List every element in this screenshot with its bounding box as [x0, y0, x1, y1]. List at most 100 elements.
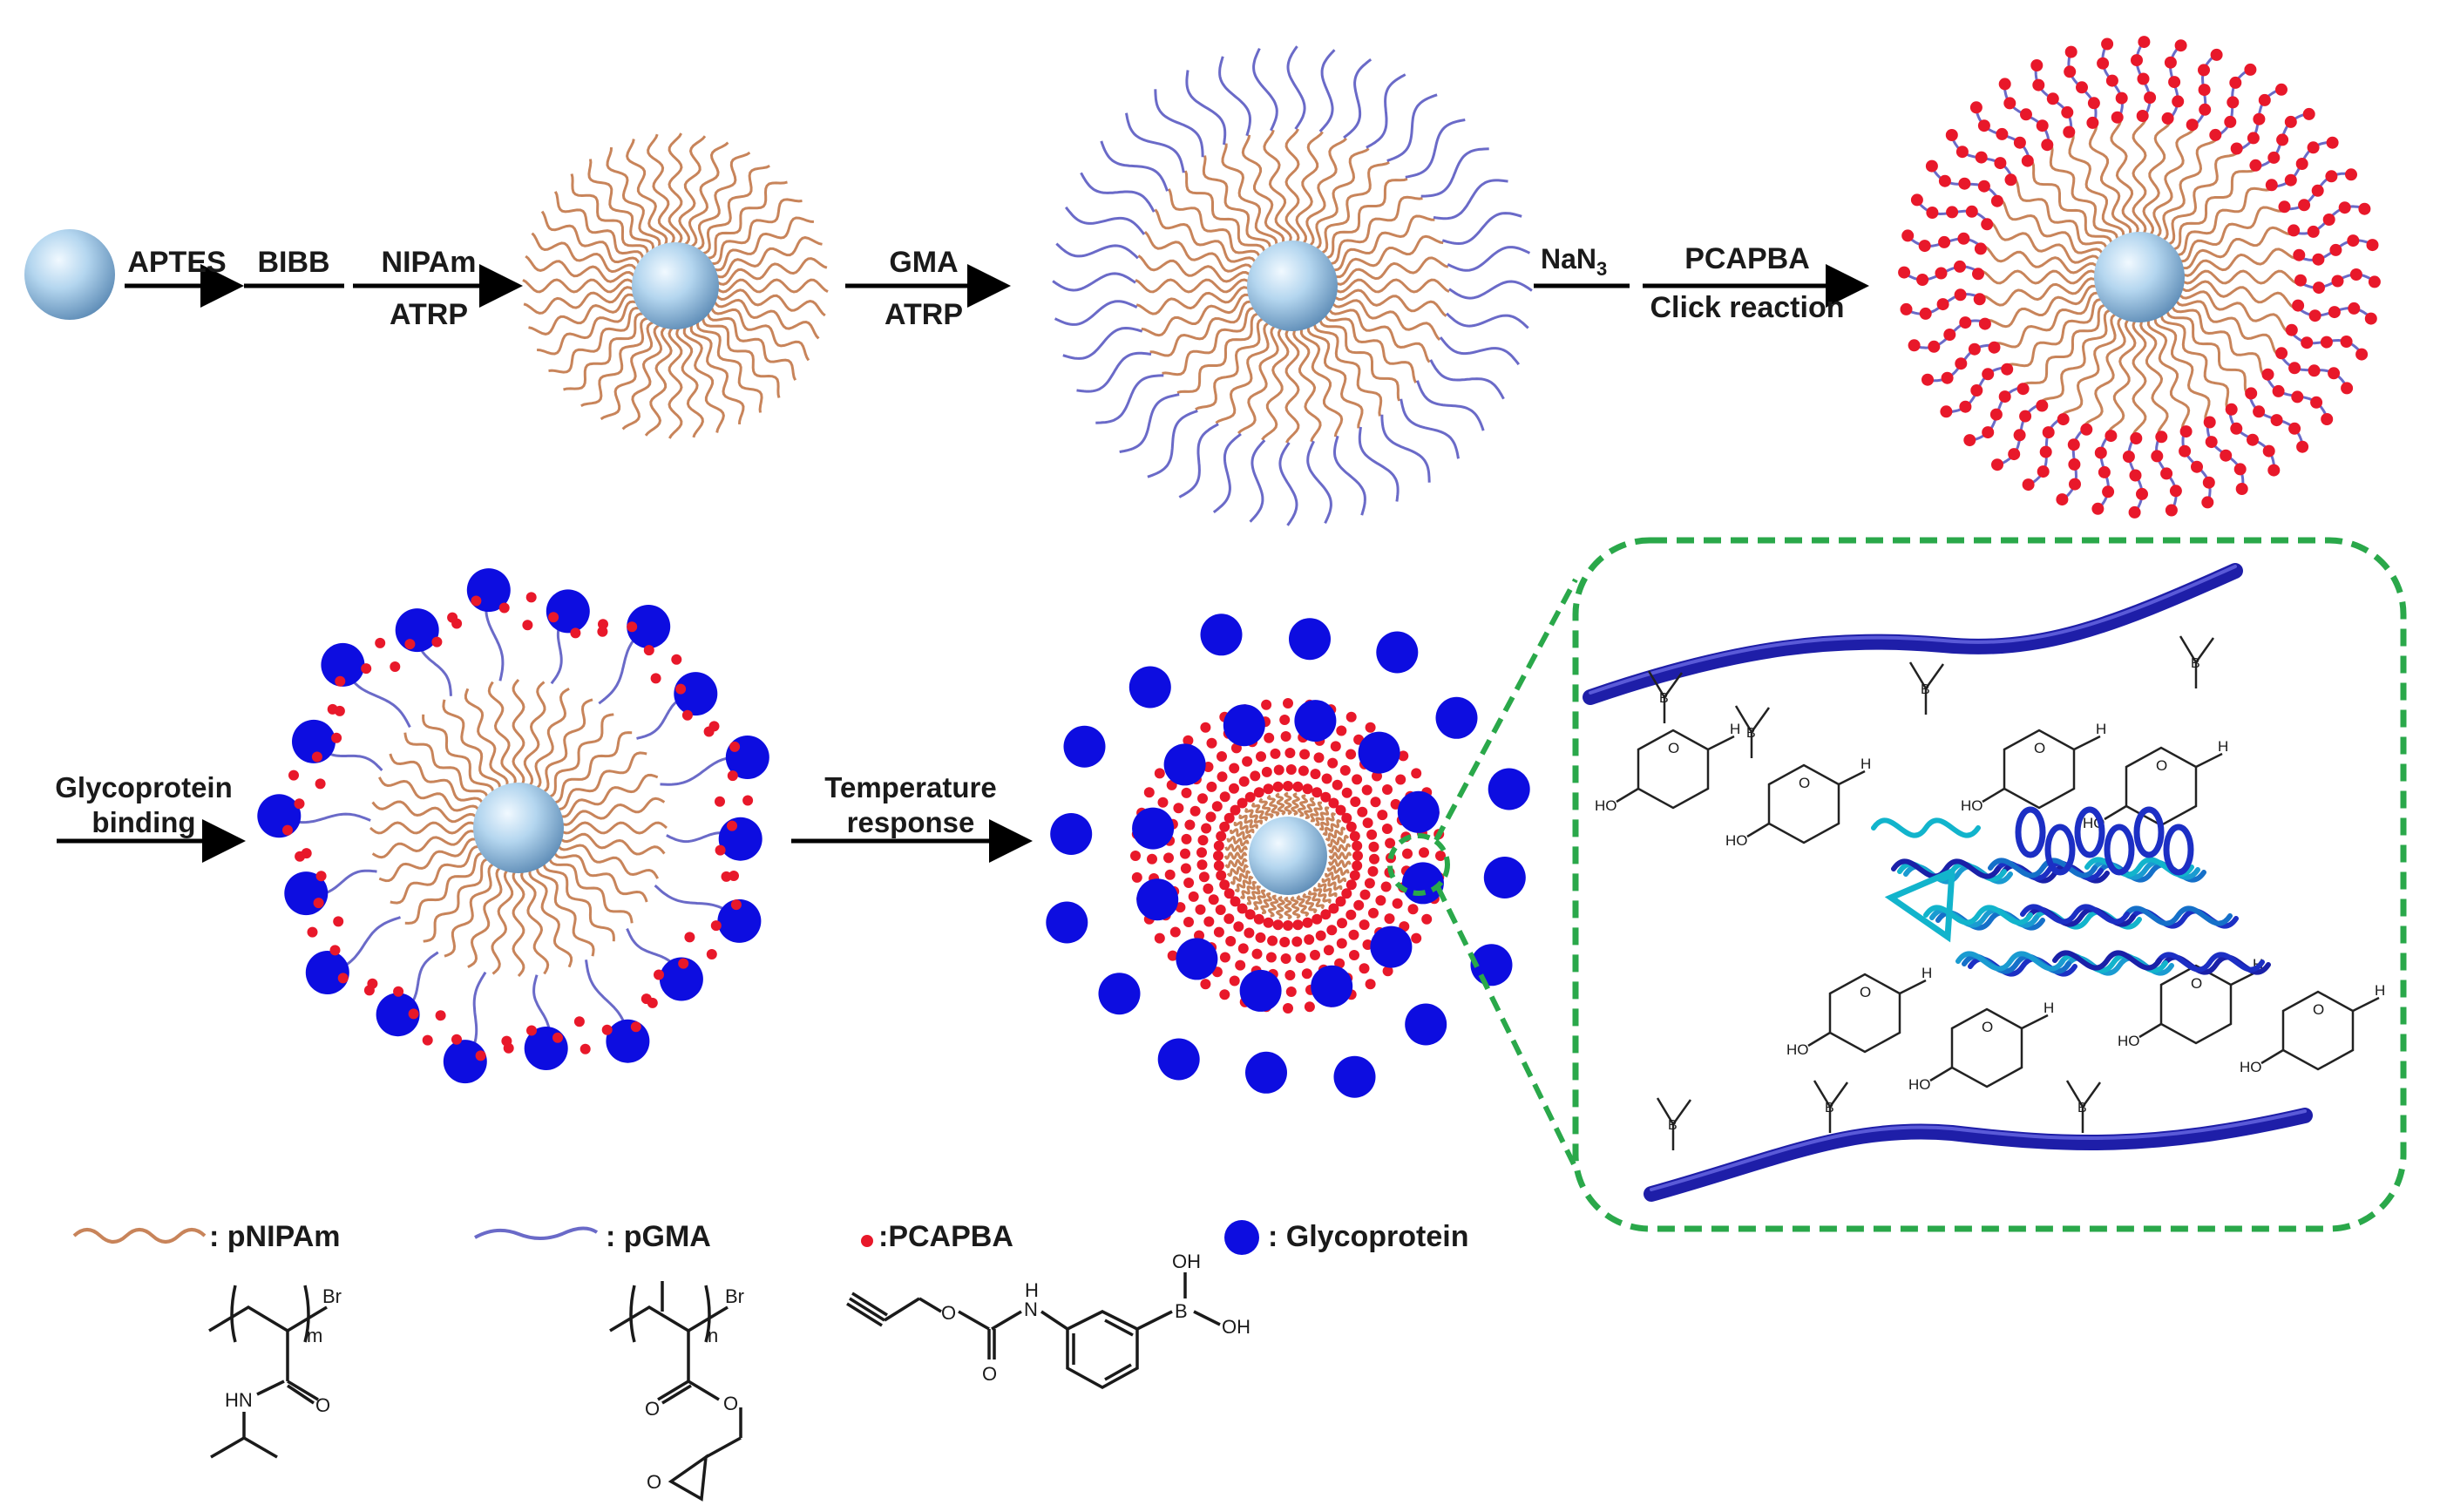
arrow-aptes: APTES — [125, 246, 244, 308]
pcapba-unit — [1411, 932, 1422, 944]
pcapba-unit — [1310, 769, 1321, 780]
pnipam-chain — [702, 313, 781, 398]
boronate-bonds — [1734, 705, 1771, 758]
pcapba-unit — [2129, 469, 2142, 482]
pnipam-chain — [1322, 309, 1418, 383]
pcapba-unit — [1362, 817, 1373, 829]
pcapba-unit — [1200, 979, 1211, 990]
pcapba-unit — [1263, 783, 1274, 795]
pcapba-unit — [1181, 833, 1192, 844]
pnipam-chain-collapsed — [1275, 896, 1286, 919]
pcapba-unit — [2067, 438, 2080, 451]
glycoprotein-released — [1200, 614, 1243, 656]
pcapba-unit — [2261, 368, 2274, 381]
pnipam-chain — [2156, 139, 2217, 244]
pnipam-chain-collapsed — [1233, 821, 1255, 834]
particle-glycoprotein-bound — [257, 568, 769, 1084]
pcapba-unit — [2130, 432, 2143, 444]
pcapba-unit — [1938, 235, 1951, 248]
label-gma: GMA — [889, 246, 958, 279]
arrow-nan3: NaN3 — [1534, 243, 1630, 288]
pnipam-chain — [371, 800, 481, 824]
pcapba-unit — [715, 844, 726, 856]
pcapba-unit — [1341, 888, 1352, 899]
pcapba-unit — [1213, 926, 1224, 938]
glycoprotein-released — [1488, 768, 1530, 810]
pgma-chain — [1052, 272, 1136, 292]
pcapba-unit — [2288, 422, 2301, 435]
pcapba-unit — [1173, 803, 1184, 814]
pcapba-unit — [1959, 400, 1972, 413]
pcapba-unit — [1242, 756, 1253, 767]
arrow-nipam-atrp: NIPAm ATRP — [353, 246, 523, 331]
pcapba-unit — [337, 973, 349, 984]
particle-pnipam-brush — [522, 132, 829, 439]
pcapba-unit — [1285, 764, 1297, 775]
pcapba-unit — [671, 654, 682, 665]
pcapba-unit — [2235, 483, 2248, 495]
pnipam-chain — [423, 857, 494, 943]
pcapba-unit — [2101, 37, 2114, 51]
pcapba-unit — [1216, 870, 1227, 881]
pcapba-unit — [1255, 932, 1266, 943]
pcapba-unit — [601, 1024, 613, 1035]
pcapba-unit — [1206, 737, 1217, 749]
pgma-chain — [1055, 242, 1139, 260]
pnipam-chain-collapsed — [1321, 878, 1343, 891]
pnipam-chain-collapsed — [1325, 871, 1346, 884]
pcapba-unit — [706, 949, 717, 959]
pnipam-chain — [464, 688, 509, 792]
pnipam-chain-collapsed — [1297, 794, 1309, 817]
pnipam-chain — [2139, 315, 2169, 434]
pcapba-unit — [2136, 110, 2149, 122]
glycoprotein-released — [1376, 631, 1419, 674]
pcapba-unit — [2209, 128, 2222, 141]
pcapba-unit — [2272, 384, 2285, 397]
pcapba-unit — [2210, 48, 2223, 61]
pcapba-unit — [1279, 937, 1291, 947]
pcapba-unit — [1229, 763, 1240, 774]
pcapba-unit — [2284, 173, 2297, 186]
pcapba-unit — [315, 778, 326, 790]
pnipam-chain — [1154, 208, 1259, 269]
pcapba-unit — [1190, 805, 1201, 817]
pcapba-unit — [2165, 504, 2178, 517]
pcapba-unit — [1200, 722, 1211, 733]
hydrogen-label: H — [2044, 1000, 2054, 1016]
pcapba-unit — [2128, 505, 2141, 519]
pcapba-unit — [431, 636, 443, 648]
pcapba-unit — [2320, 336, 2333, 349]
pnipam-chain — [553, 840, 660, 879]
pcapba-unit — [1264, 732, 1275, 743]
pcapba-unit — [1147, 853, 1157, 864]
pgma-chain — [1095, 374, 1164, 424]
ring-bond — [2138, 1022, 2162, 1039]
polymer-fiber-bottom — [1644, 1108, 2313, 1202]
oxygen-label: O — [2034, 740, 2045, 756]
pcapba-unit — [1337, 918, 1347, 929]
pcapba-unit — [2205, 436, 2218, 449]
legend-pgma-swatch — [474, 1226, 599, 1240]
pcapba-unit — [1900, 302, 1913, 315]
pcapba-unit — [548, 612, 559, 623]
hydroxyl-label: HO — [2240, 1059, 2262, 1075]
pcapba-unit — [2136, 487, 2148, 500]
pcapba-unit — [1339, 765, 1351, 776]
boron-label: B — [1746, 726, 1756, 741]
protein-ribbon-segment — [1891, 858, 2001, 879]
pcapba-unit — [1918, 240, 1931, 253]
pcapba-unit — [1217, 771, 1228, 783]
pcapba-unit — [363, 985, 375, 996]
pcapba-unit — [1928, 340, 1941, 353]
glycoprotein-released — [1289, 618, 1331, 661]
pnipam-chain — [1329, 234, 1444, 279]
pgma-chain — [1332, 435, 1366, 516]
boron-label: B — [2191, 656, 2200, 671]
pcapba-unit — [2326, 136, 2339, 149]
pcapba-unit — [2338, 201, 2351, 214]
pnipam-chain — [1330, 256, 1449, 286]
pcapba-unit — [2097, 57, 2110, 70]
pnipam-chain-collapsed — [1322, 819, 1342, 837]
pcapba-unit — [2013, 429, 2026, 442]
